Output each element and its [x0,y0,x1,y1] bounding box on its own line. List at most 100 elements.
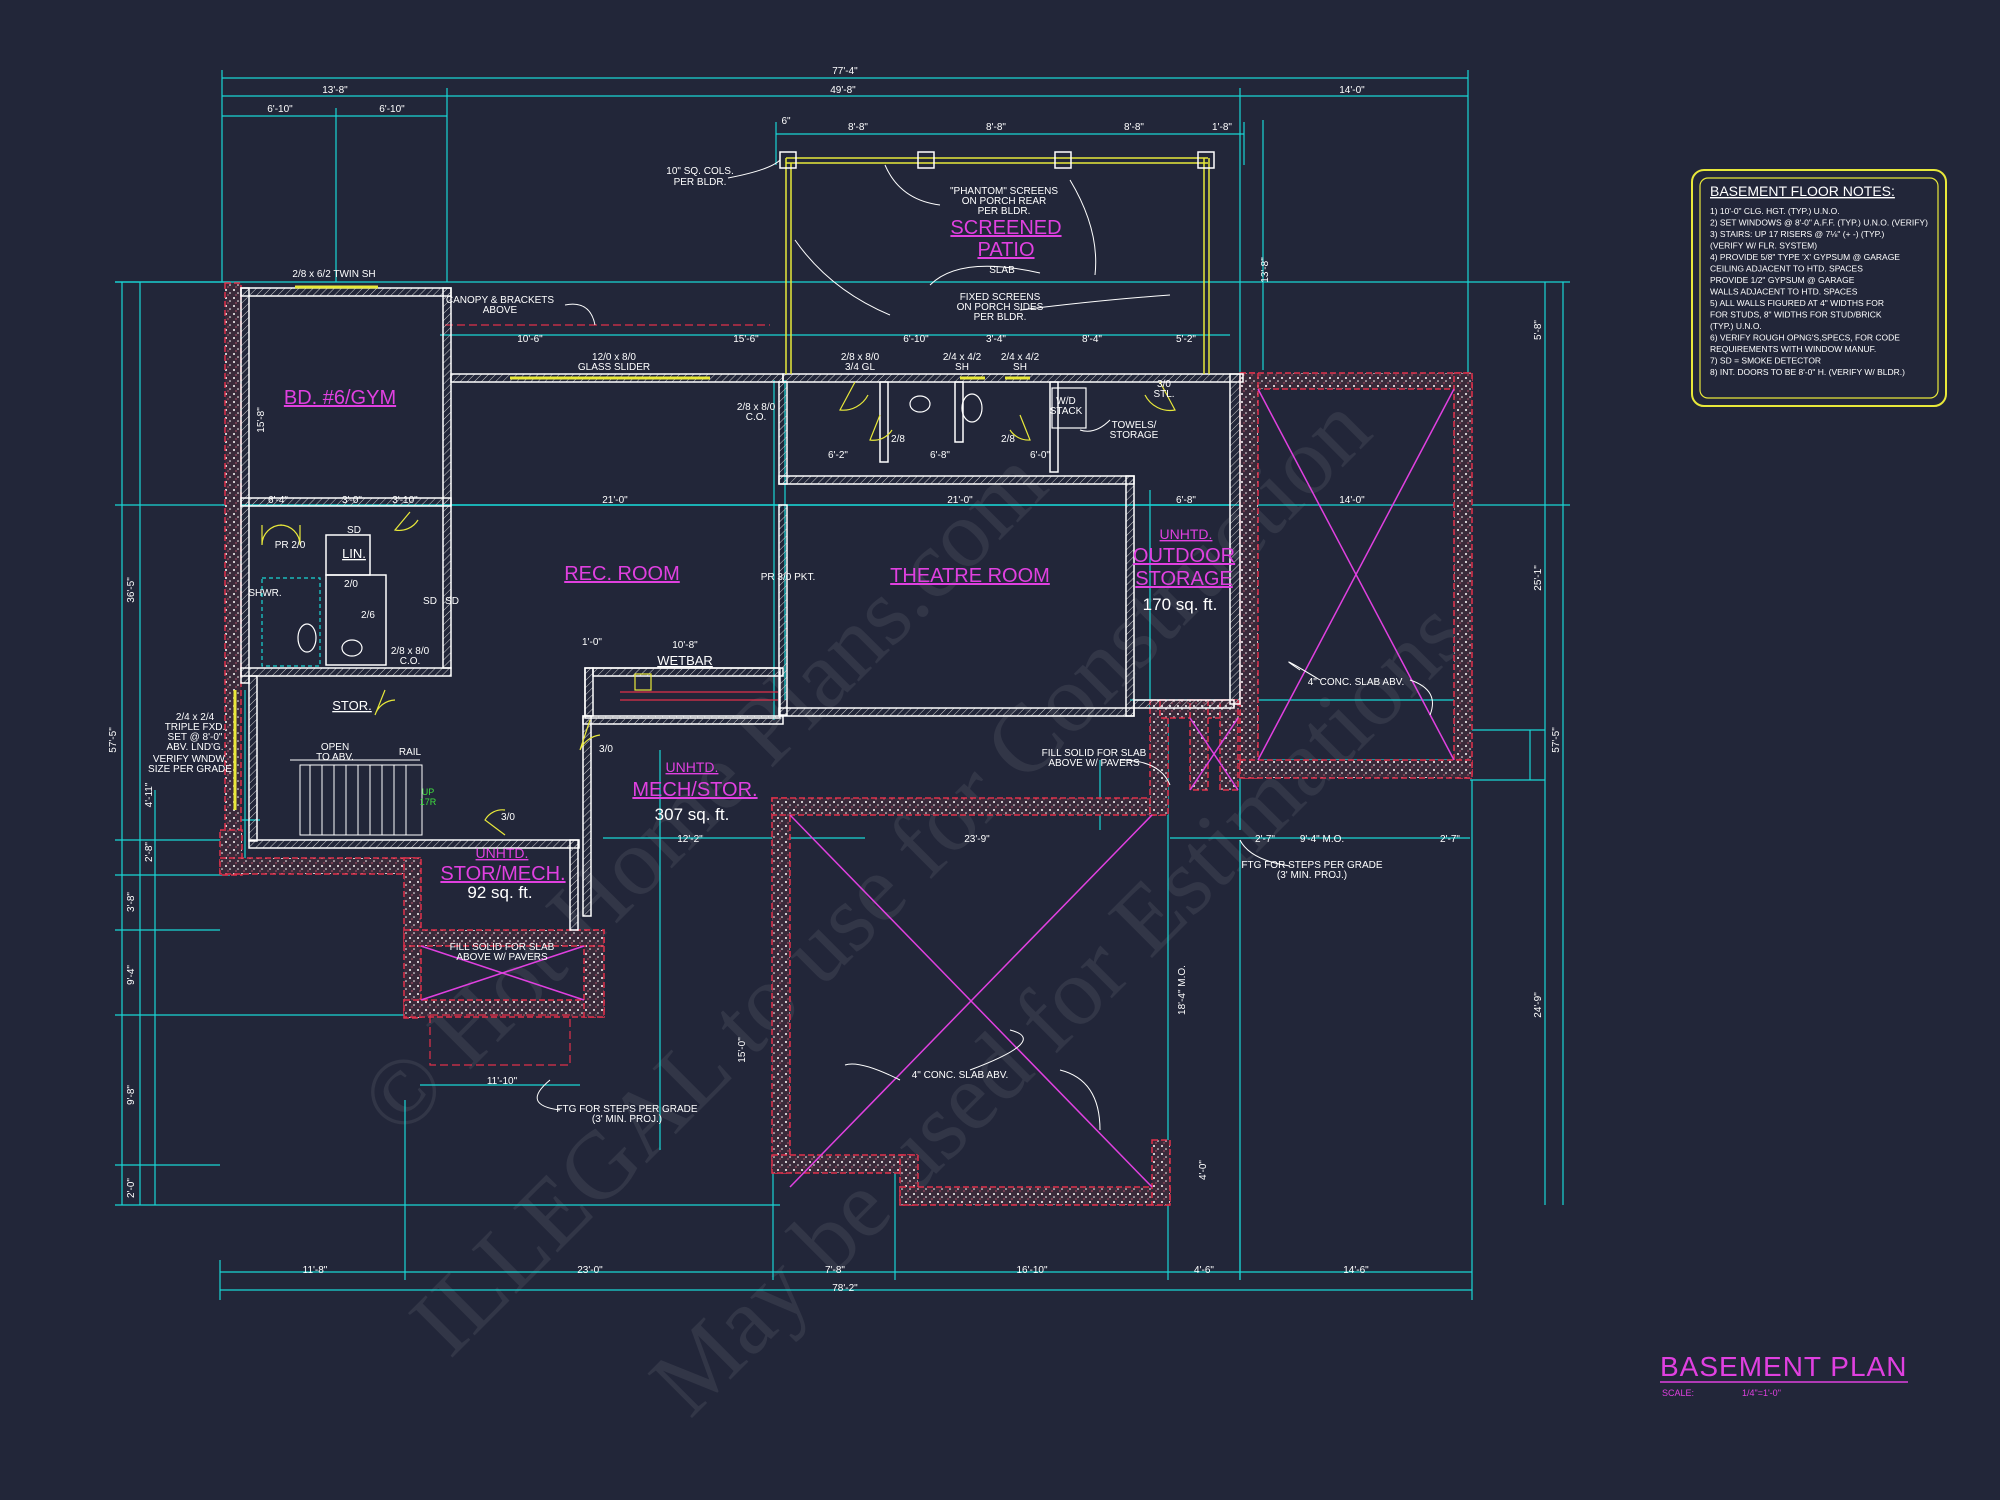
label-sd3: SD [445,596,459,607]
label-up-1: UP [422,787,435,797]
dim-bd-c: 3'-10" [392,495,418,506]
dim-garage-mo: 18'-4" M.O. [1177,965,1188,1015]
sink-icon [341,639,363,657]
label-conc1: 4" CONC. SLAB ABV. [1308,677,1405,688]
room-stor-area: 92 sq. ft. [467,883,532,902]
dim-bottom-d: 16'-10" [1016,1265,1047,1276]
label-d28b: 2/8 [1001,434,1015,445]
bath-fixtures [261,387,1087,701]
label-open-2: TO ABV. [316,752,354,763]
label-d30a: 3/0 [599,744,613,755]
dim-bottom-a: 11'-8" [303,1265,328,1276]
dim-patio-edge-b: 1'-8" [1212,122,1232,133]
dim-rec-width: 21'-0" [602,495,628,506]
label-ftg2-1: FTG FOR STEPS PER GRADE [556,1104,697,1115]
note-item: 1) 10'-0" CLG. HGT. (TYP.) U.N.O. [1710,206,1840,216]
label-co1-2: C.O. [746,412,767,423]
note-item: CEILING ADJACENT TO HTD. SPACES [1710,264,1863,274]
dim-bottom-e: 4'-6" [1194,1265,1214,1276]
dim-garage-e: 4'-0" [1198,1160,1209,1180]
label-verify-2: SIZE PER GRADE [148,764,232,775]
room-rec: REC. ROOM [564,563,680,585]
room-mech: MECH/STOR. [632,779,757,801]
label-sh1-2: SH [955,362,969,373]
dim-top-mid: 49'-8" [830,85,856,96]
label-gl-1: 2/8 x 8/0 [841,352,880,363]
dim-top-total: 77'-4" [832,66,858,77]
label-up-2: 17R [420,797,437,807]
note-item: (TYP.) U.N.O. [1710,321,1762,331]
dim-left-total: 36'-5" [126,577,137,603]
label-fill2-2: ABOVE W/ PAVERS [1048,758,1140,769]
room-stor: STOR/MECH. [440,863,565,885]
label-stl-1: 3/0 [1157,379,1171,390]
dim-step-d: 2'-7" [1440,834,1460,845]
label-co2-2: C.O. [400,656,421,667]
dim-left-total2: 57'-5" [108,727,119,753]
door-swings [261,381,1176,836]
dim-bd-b: 3'-0" [342,495,362,506]
label-phantom-3: PER BLDR. [978,206,1031,217]
label-d28a: 2/8 [891,434,905,445]
dim-upper-a: 10'-6" [517,334,543,345]
dim-upper-c: 6'-10" [903,334,929,345]
room-outdoor-line2: STORAGE [1135,568,1232,590]
dim-step-c: 2'-7" [1255,834,1275,845]
floor-notes-panel: BASEMENT FLOOR NOTES: 1) 10'-0" CLG. HGT… [1691,169,1947,407]
note-item: WALLS ADJACENT TO HTD. SPACES [1710,287,1858,297]
dim-bath-c: 6'-0" [1030,450,1050,461]
label-fill1-1: FILL SOLID FOR SLAB [450,942,555,953]
label-cols-1: 10" SQ. COLS. [666,166,733,177]
label-ftg2-2: (3' MIN. PROJ.) [592,1114,662,1125]
label-open-1: OPEN [321,742,349,753]
note-item: (VERIFY W/ FLR. SYSTEM) [1710,241,1817,251]
label-twin: 2/8 x 6/2 TWIN SH [292,269,375,280]
dim-bath-a: 6'-2" [828,450,848,461]
dim-right-total: 57'-5" [1551,727,1562,753]
dimension-text: 77'-4" 13'-8" 49'-8" 14'-0" 6'-10" 6'-10… [108,66,1562,1294]
dim-left-e: 9'-8" [126,1085,137,1105]
dim-wet-a: 1'-0" [582,637,602,648]
label-d20: 2/0 [344,579,358,590]
label-triple-4: ABV. LND'G. [166,742,223,753]
dim-patio-b: 8'-8" [986,122,1006,133]
room-mech-unhtd: UNHTD. [666,759,719,775]
note-item: 5) ALL WALLS FIGURED AT 4" WIDTHS FOR [1710,298,1884,308]
dim-bd-a: 6'-4" [268,495,288,506]
dim-step-a: 11'-10" [487,1076,518,1087]
sink-icon-2 [909,395,931,413]
dim-left-c: 3'-8" [126,892,137,912]
dim-patio-a: 8'-8" [848,122,868,133]
dim-patio-edge-a: 6" [781,116,791,127]
label-fill2-1: FILL SOLID FOR SLAB [1042,748,1147,759]
dim-patio-c: 8'-8" [1124,122,1144,133]
dim-upper-f: 5'-2" [1176,334,1196,345]
room-lin: LIN. [342,546,366,561]
room-theatre: THEATRE ROOM [890,565,1050,587]
room-labels: SCREENED PATIO BD. #6/GYM REC. ROOM THEA… [284,217,1235,902]
dim-left-f: 2'-0" [126,1178,137,1198]
label-phantom-2: ON PORCH REAR [962,196,1046,207]
stair-treads [290,759,423,836]
dim-bottom-f: 14'-6" [1343,1265,1369,1276]
label-canopy-1: CANOPY & BRACKETS [446,295,555,306]
dim-garage-width: 14'-0" [1339,495,1365,506]
label-triple-1: 2/4 x 2/4 [176,712,215,723]
dim-upper-e: 8'-4" [1082,334,1102,345]
room-outdoor-unhtd: UNHTD. [1160,526,1213,542]
room-stor-small: STOR. [332,698,372,713]
label-co2-1: 2/8 x 8/0 [391,646,430,657]
dim-theatre-width: 21'-0" [947,495,973,506]
dim-right-a: 25'-1" [1533,565,1544,591]
label-shwr: SHWR. [248,588,281,599]
room-patio-line1: SCREENED [950,217,1061,239]
dim-left-sub-a: 6'-10" [267,104,293,115]
label-wd-2: STACK [1050,406,1083,417]
label-fill1-2: ABOVE W/ PAVERS [456,952,548,963]
label-co1-1: 2/8 x 8/0 [737,402,776,413]
room-bedroom: BD. #6/GYM [284,387,396,409]
note-item: REQUIREMENTS WITH WINDOW MANUF. [1710,344,1876,354]
dim-left-a: 15'-8" [256,407,267,433]
note-item: 3) STAIRS: UP 17 RISERS @ 7⅛" (+ -) (TYP… [1710,229,1885,239]
